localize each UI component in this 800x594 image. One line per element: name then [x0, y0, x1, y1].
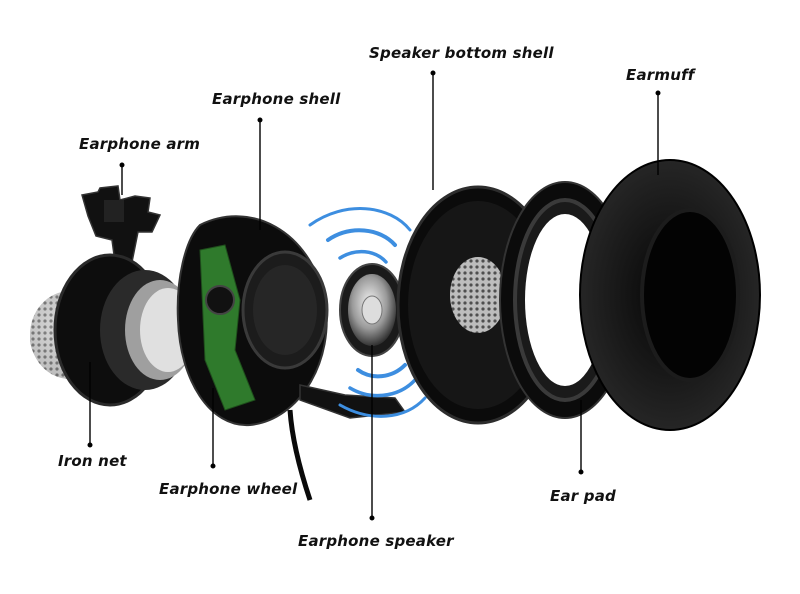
- label-earphone-shell: Earphone shell: [212, 90, 341, 108]
- label-earphone-speaker: Earphone speaker: [298, 532, 454, 550]
- label-earphone-arm: Earphone arm: [79, 135, 201, 153]
- earphone-arm-part: [81, 185, 162, 263]
- earmuff-part: [579, 159, 761, 431]
- earphone-shell-part: [176, 215, 407, 501]
- label-earmuff: Earmuff: [626, 66, 695, 84]
- label-ear-pad: Ear pad: [550, 487, 616, 505]
- label-iron-net: Iron net: [58, 452, 127, 470]
- sound-waves: [308, 207, 427, 418]
- label-earphone-wheel: Earphone wheel: [159, 480, 298, 498]
- leader-lines: [87, 70, 661, 521]
- label-speaker-bottom-shell: Speaker bottom shell: [369, 44, 554, 62]
- earphone-speaker-part: [339, 263, 405, 357]
- earphone-wheel-part: [53, 253, 196, 407]
